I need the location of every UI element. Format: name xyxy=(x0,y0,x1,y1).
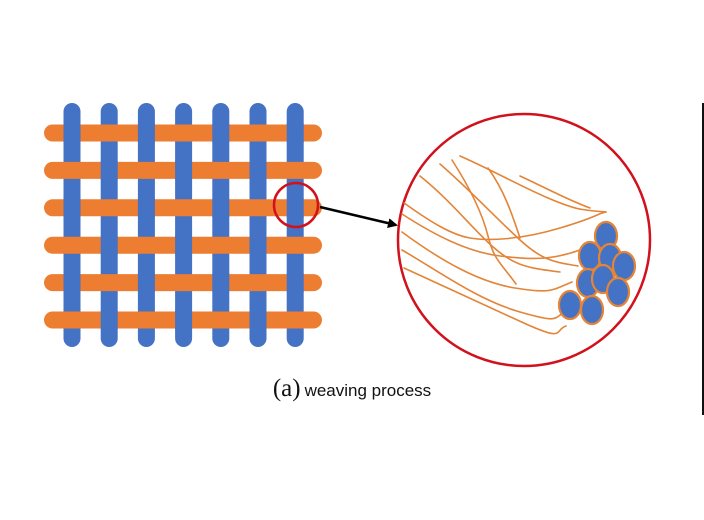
fiber-strand xyxy=(401,213,581,260)
figure-caption: (a) weaving process xyxy=(0,375,704,403)
warp-over-crossing xyxy=(137,123,155,143)
warp-over-crossing xyxy=(249,235,267,255)
fiber-strand xyxy=(487,167,521,239)
fiber-strand xyxy=(519,175,591,209)
twisted-yarn-bundle xyxy=(399,155,637,335)
fiber-strand xyxy=(459,155,607,213)
warp-over-crossing xyxy=(137,273,155,293)
warp-over-crossing xyxy=(63,123,81,143)
fiber-strand xyxy=(439,163,579,267)
fiber-strand xyxy=(401,231,573,292)
warp-over-crossing xyxy=(63,198,81,218)
woven-fabric-grid xyxy=(44,103,322,347)
warp-over-crossing xyxy=(63,273,81,293)
caption-prefix: (a) xyxy=(272,375,301,402)
warp-over-crossing xyxy=(249,310,267,330)
warp-over-crossing xyxy=(286,123,304,143)
fiber-cross-section xyxy=(611,250,637,282)
fiber-cross-section xyxy=(605,276,631,308)
warp-over-crossing xyxy=(100,310,118,330)
warp-over-crossing xyxy=(175,235,193,255)
warp-over-crossing xyxy=(175,160,193,180)
fiber-cross-section xyxy=(579,294,605,326)
fiber-strand xyxy=(403,267,567,335)
warp-over-crossing xyxy=(137,198,155,218)
warp-over-crossing xyxy=(249,160,267,180)
warp-over-crossing xyxy=(175,310,193,330)
zoom-arrow xyxy=(319,205,398,229)
warp-over-crossing xyxy=(100,235,118,255)
warp-over-crossing xyxy=(212,198,230,218)
warp-over-crossing xyxy=(286,198,304,218)
right-border-line xyxy=(702,103,704,415)
warp-over-crossing xyxy=(286,273,304,293)
warp-over-crossing xyxy=(212,123,230,143)
fiber-strand xyxy=(419,175,561,273)
warp-over-crossing xyxy=(100,160,118,180)
fiber-strand xyxy=(401,249,569,320)
fiber-cross-section xyxy=(557,289,583,321)
zoom-marker-circle xyxy=(272,181,320,229)
fiber-strand xyxy=(451,159,517,285)
warp-over-crossing xyxy=(212,273,230,293)
caption-text: weaving process xyxy=(304,381,432,400)
fiber-strand xyxy=(399,199,607,241)
